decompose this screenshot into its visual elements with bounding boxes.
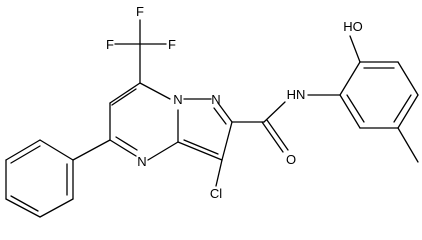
bond-c7-n-bridge	[139, 82, 171, 100]
bond-ar-inner-c	[346, 94, 365, 123]
bond-ar-methyl	[397, 127, 419, 163]
bond-c3-c3a-double	[177, 141, 223, 161]
bond-c3-c3a-inner	[183, 139, 219, 155]
bond-c7-c6-double	[109, 82, 141, 104]
structure-diagram: F F F HO HN N N N O Cl	[5, 4, 419, 218]
bond-c2-c3	[221, 121, 233, 161]
bond-ph-2-3	[39, 198, 74, 218]
atom-f-top: F	[136, 4, 144, 19]
bond-ar-3-4	[397, 61, 419, 96]
bond-carbonyl-o-a	[261, 121, 284, 153]
bond-ar-1-2	[339, 61, 361, 96]
bond-ph-5-6	[5, 139, 41, 161]
atom-cl: Cl	[210, 186, 222, 201]
bond-ph-3-4	[5, 198, 41, 218]
bond-ph-inner-c	[10, 145, 41, 164]
atom-f-left: F	[106, 37, 114, 52]
bonds	[5, 19, 419, 218]
bond-n2-c2-inner	[213, 107, 227, 125]
atom-labels: F F F HO HN N N N O Cl	[106, 4, 363, 201]
bond-c7-c6-inner	[111, 88, 137, 106]
molecule-drawing: F F F HO HN N N N O Cl	[5, 4, 419, 218]
bond-c5-n4-inner	[115, 136, 138, 151]
bond-carbonyl-nh	[263, 101, 286, 123]
bond-ph-6-1	[39, 139, 74, 161]
atom-hn: HN	[287, 87, 306, 102]
bond-carbonyl-o-b	[266, 119, 289, 151]
bond-ph-inner-b	[10, 195, 39, 212]
atom-n-pyrazole: N	[211, 92, 220, 107]
atom-o-carbonyl: O	[286, 152, 296, 167]
bond-c5-n4-double	[109, 139, 137, 157]
bond-c5-phenyl	[72, 139, 111, 161]
bond-ar-inner-b	[393, 94, 412, 123]
bond-ar-6-1	[339, 94, 361, 129]
atom-f-right: F	[168, 37, 176, 52]
atom-ho: HO	[343, 19, 363, 34]
bond-n4-c3a	[147, 141, 179, 161]
bond-n2-c2-double	[217, 102, 233, 123]
bond-ar-oh	[349, 35, 361, 63]
atom-n-pyrimidine: N	[137, 154, 146, 169]
atom-n-bridge: N	[173, 92, 182, 107]
bond-ar-4-5	[397, 94, 419, 129]
bond-c3-cl	[215, 159, 223, 187]
